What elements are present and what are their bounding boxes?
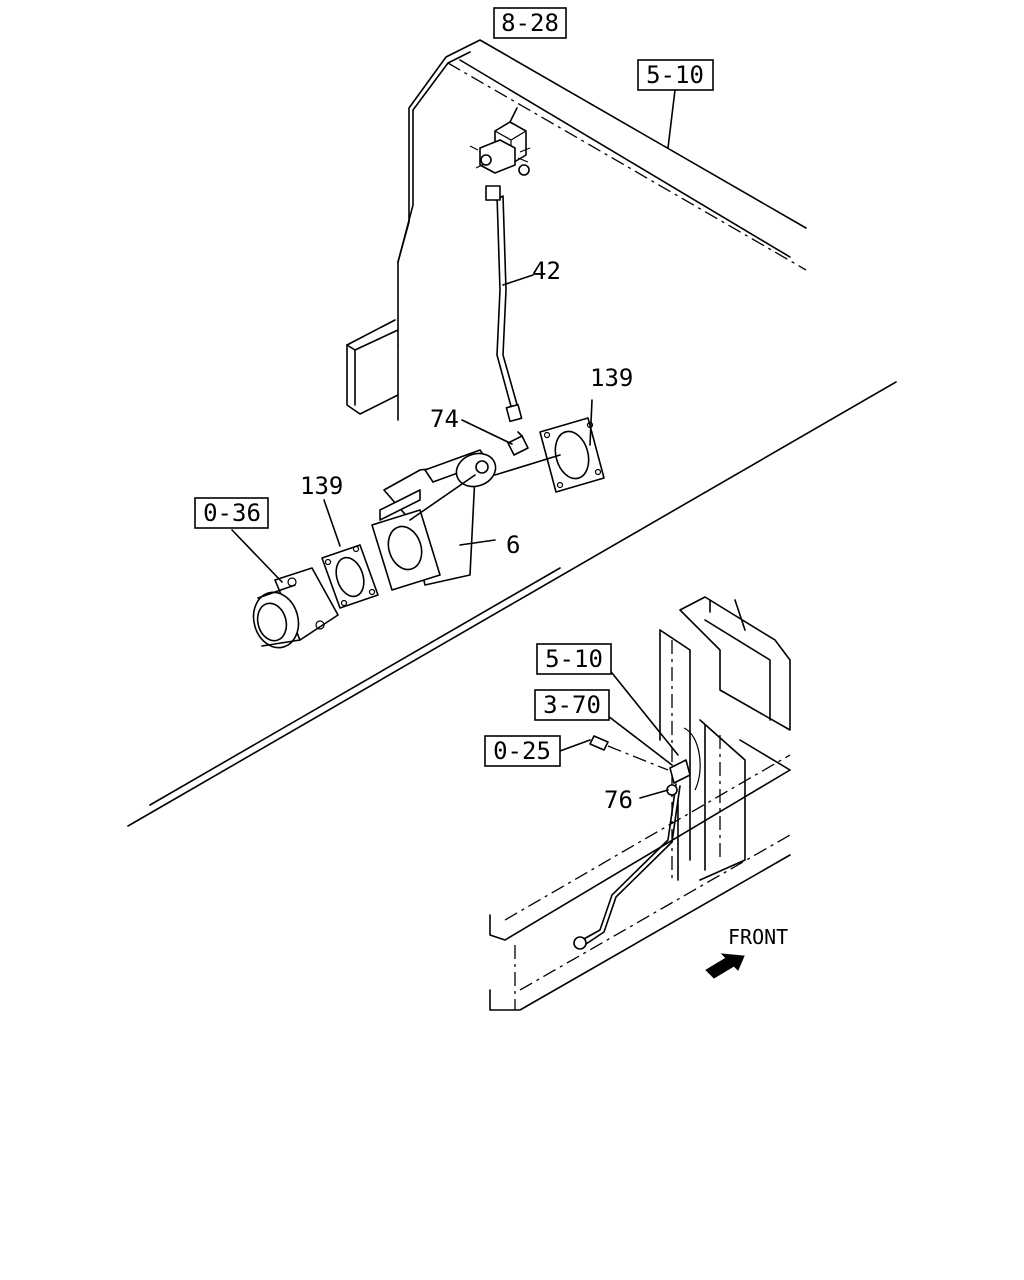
cab-panel: [346, 39, 807, 421]
ref-box-0-36: 0-36: [194, 497, 269, 529]
fitting-74: [461, 419, 529, 456]
sensor-harness-76: [573, 667, 701, 950]
ref-box-0-25: 0-25: [484, 735, 591, 767]
ref-box-5-10-bottom: 5-10: [536, 643, 612, 675]
ref-box-5-10-top: 5-10: [637, 59, 714, 149]
front-direction-label: FRONT: [728, 925, 788, 949]
chassis-frame: [489, 596, 791, 1011]
ref-label-0-25: 0-25: [493, 737, 551, 765]
ref-label-0-36: 0-36: [203, 499, 261, 527]
air-valve: [469, 107, 531, 176]
part-number-42: 42: [532, 257, 561, 285]
ref-label-5-10-top: 5-10: [646, 61, 704, 89]
part-number-139-right: 139: [590, 364, 633, 392]
ref-label-8-28: 8-28: [501, 9, 559, 37]
ref-box-8-28: 8-28: [493, 7, 567, 39]
part-number-76: 76: [604, 786, 633, 814]
exhaust-pipe-flange: [231, 529, 339, 649]
ref-label-3-70: 3-70: [543, 691, 601, 719]
front-arrow-icon: [705, 953, 745, 979]
part-number-6: 6: [506, 531, 520, 559]
frame-rail-lines: [127, 381, 897, 827]
part-number-74: 74: [430, 405, 459, 433]
ref-label-5-10-bottom: 5-10: [545, 645, 603, 673]
exhaust-brake-unit: [371, 449, 561, 591]
hose-42: [485, 185, 534, 423]
gasket-139-right: [539, 399, 605, 493]
gasket-139-left: [321, 499, 379, 609]
part-number-139-left: 139: [300, 472, 343, 500]
ref-box-3-70: 3-70: [534, 689, 610, 721]
